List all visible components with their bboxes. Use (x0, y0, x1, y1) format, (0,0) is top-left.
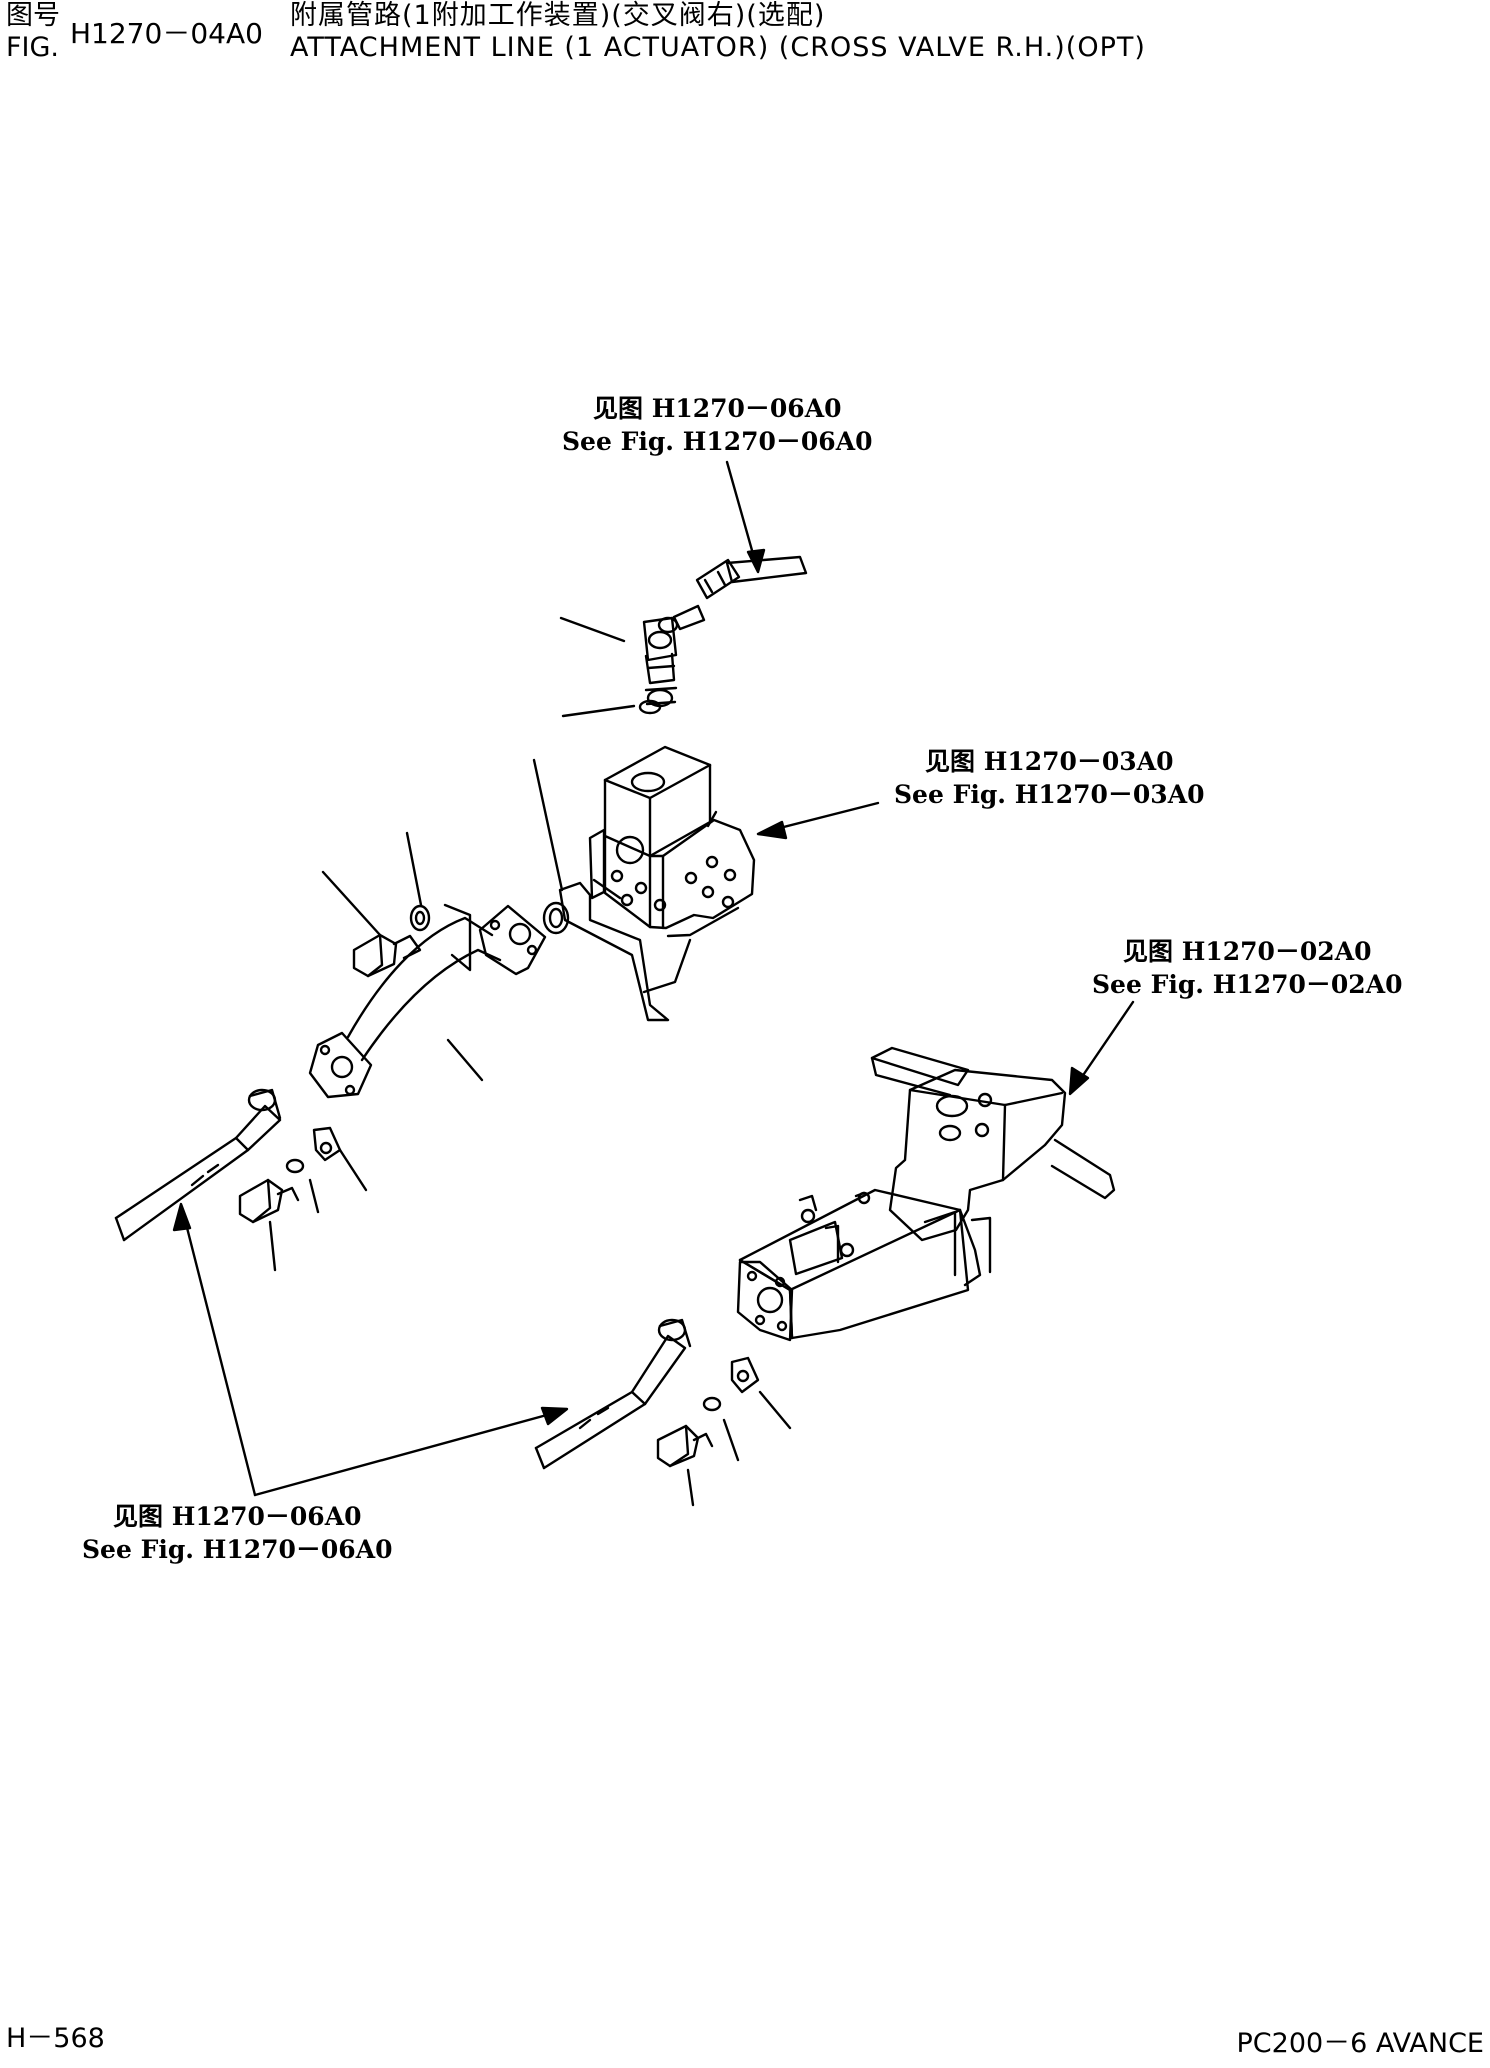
model-name: PC200－6 AVANCE (1236, 2028, 1485, 2059)
reference-label-zh: 见图 H1270－06A0 (593, 394, 842, 423)
curved-tube-assembly (310, 833, 545, 1097)
fig-label-en: FIG. (6, 32, 59, 63)
leader-bottom-ref-b (255, 1410, 565, 1495)
reference-label-en: See Fig. H1270－02A0 (1092, 970, 1403, 999)
reference-label: 见图 H1270－06A0 See Fig. H1270－06A0 (82, 1500, 393, 1566)
leader-bottom-ref-a (182, 1208, 255, 1495)
reference-label: 见图 H1270－02A0 See Fig. H1270－02A0 (1092, 935, 1403, 1001)
reference-label-en: See Fig. H1270－06A0 (562, 427, 873, 456)
figure-title-zh: 附属管路(1附加工作装置)(交叉阀右)(选配) (290, 0, 826, 31)
left-hose-assembly (116, 1090, 366, 1270)
reference-label-zh: 见图 H1270－02A0 (1123, 937, 1372, 966)
reference-label-zh: 见图 H1270－03A0 (925, 747, 1174, 776)
top-hose-assembly (561, 557, 806, 716)
reference-label: 见图 H1270－06A0 See Fig. H1270－06A0 (562, 392, 873, 458)
reference-label: 见图 H1270－03A0 See Fig. H1270－03A0 (894, 745, 1205, 811)
control-block (738, 1048, 1114, 1340)
reference-label-en: See Fig. H1270－06A0 (82, 1535, 393, 1564)
figure-title-en: ATTACHMENT LINE (1 ACTUATOR) (CROSS VALV… (290, 32, 1146, 63)
lower-hose-assembly (536, 1320, 790, 1505)
cross-valve-body (534, 747, 754, 1020)
reference-label-en: See Fig. H1270－03A0 (894, 780, 1205, 809)
reference-label-zh: 见图 H1270－06A0 (113, 1502, 362, 1531)
fig-label-zh: 图号 (6, 0, 60, 31)
reference-leader-lines (174, 462, 1133, 1495)
figure-number: H1270－04A0 (70, 17, 263, 50)
page-number: H－568 (6, 2023, 105, 2054)
